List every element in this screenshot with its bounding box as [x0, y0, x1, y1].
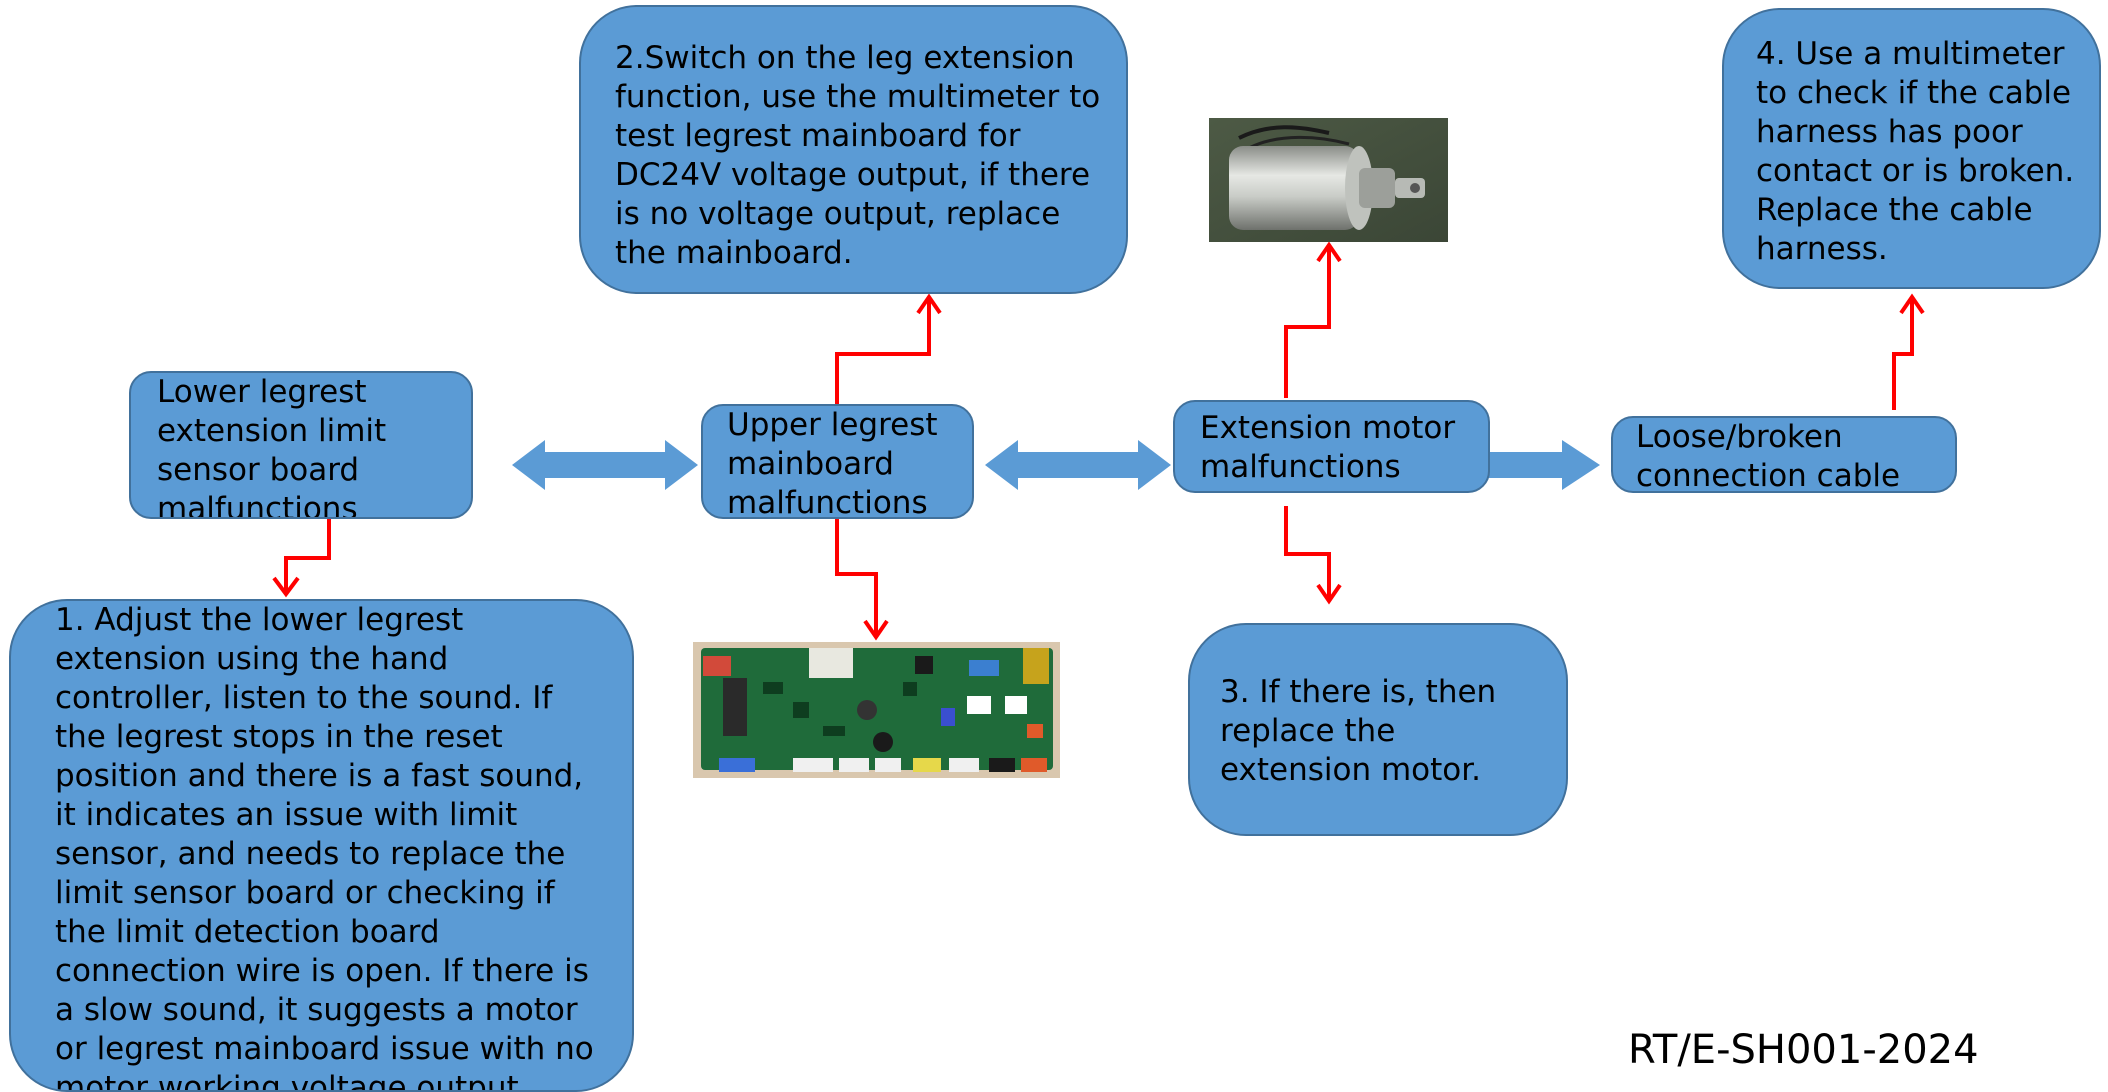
arrowhead-step2	[916, 293, 942, 315]
connector-motor-to-photo	[1284, 246, 1331, 398]
arrowhead-step3	[1316, 583, 1342, 605]
step-2-box: 2.Switch on the leg extension function, …	[579, 5, 1128, 294]
step-4-box: 4. Use a multimeter to check if the cabl…	[1722, 8, 2101, 289]
document-code: RT/E-SH001-2024	[1628, 1027, 1979, 1073]
node-cable: Loose/broken connection cable	[1611, 416, 1957, 493]
connector-cable-to-step4	[1892, 298, 1914, 410]
double-arrow-mainboard-motor	[985, 440, 1171, 490]
step-1-box: 1. Adjust the lower legrest extension us…	[9, 599, 634, 1092]
arrowhead-step4	[1899, 293, 1925, 315]
node-lower-sensor: Lower legrest extension limit sensor boa…	[129, 371, 473, 519]
double-arrow-sensor-mainboard	[512, 440, 698, 490]
connector-motor-to-step3	[1284, 506, 1331, 600]
extension-motor-photo	[1209, 118, 1448, 242]
connector-upper-to-board	[835, 518, 878, 636]
arrow-motor-to-cable	[1488, 440, 1600, 490]
arrowhead-motor-photo	[1316, 241, 1342, 263]
legrest-mainboard-photo	[693, 642, 1060, 778]
arrowhead-board	[863, 619, 889, 641]
node-extension-motor: Extension motor malfunctions	[1173, 400, 1490, 493]
arrowhead-step1	[272, 576, 300, 598]
connector-lower-to-step1	[284, 518, 331, 592]
step-3-box: 3. If there is, then replace the extensi…	[1188, 623, 1568, 836]
connector-upper-to-step2	[835, 298, 931, 404]
node-upper-mainboard: Upper legrest mainboard malfunctions	[701, 404, 974, 519]
